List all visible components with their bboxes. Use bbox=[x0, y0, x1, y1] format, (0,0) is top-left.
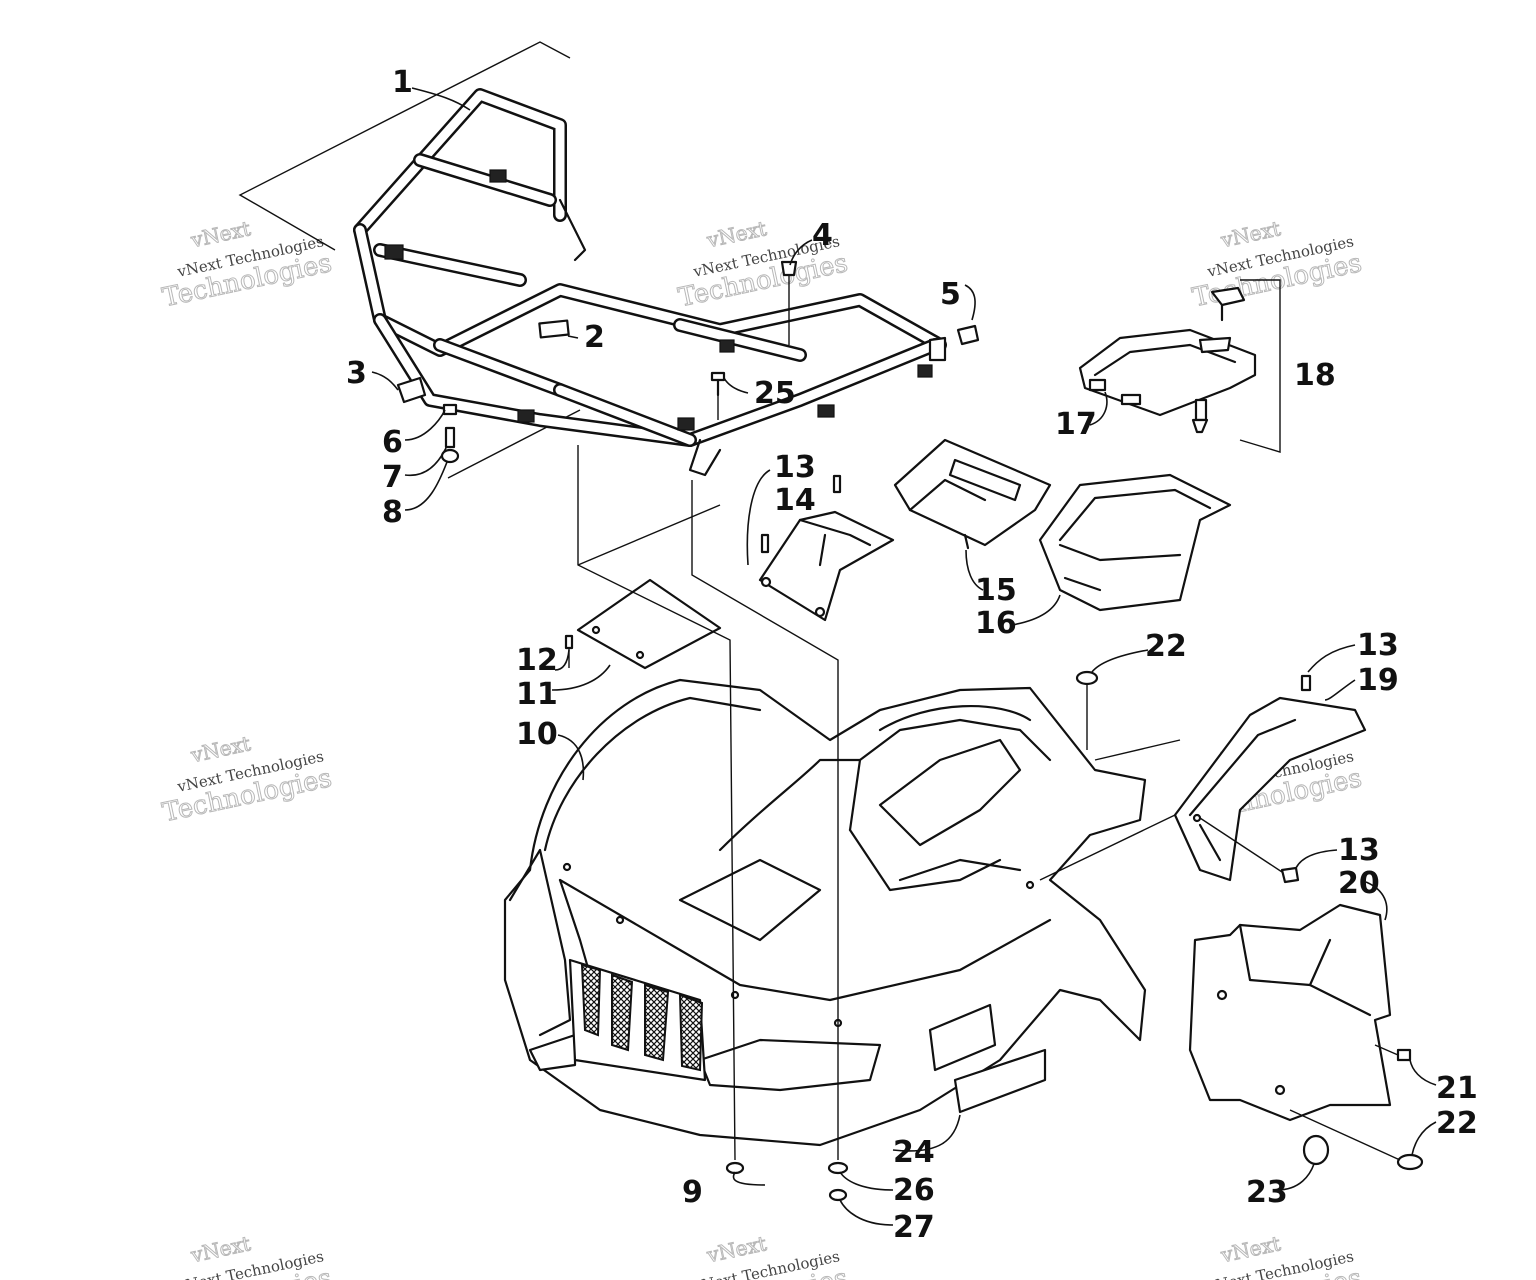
bracket-14 bbox=[746, 469, 895, 622]
nut-27 bbox=[828, 1188, 848, 1202]
callout-26: 26 bbox=[893, 1173, 935, 1208]
svg-text:vNext: vNext bbox=[1218, 1231, 1283, 1267]
callout-20: 20 bbox=[1338, 866, 1380, 901]
callout-8: 8 bbox=[382, 495, 403, 530]
rivet-22-top bbox=[1075, 670, 1099, 686]
clip-23 bbox=[1302, 1134, 1330, 1166]
callout-18: 18 bbox=[1294, 358, 1336, 393]
hardware-6-7-8 bbox=[440, 403, 460, 464]
callout-6: 6 bbox=[382, 425, 403, 460]
side-panel-19 bbox=[1173, 674, 1367, 882]
callout-7: 7 bbox=[382, 460, 403, 495]
assembly-guides bbox=[577, 445, 1401, 1161]
svg-text:vNext: vNext bbox=[188, 216, 253, 252]
callout-24: 24 bbox=[893, 1135, 935, 1170]
callout-2: 2 bbox=[584, 320, 605, 355]
knob-4 bbox=[780, 260, 798, 345]
svg-text:vNext: vNext bbox=[188, 731, 253, 767]
front-rack bbox=[238, 41, 947, 479]
callout-22b: 22 bbox=[1436, 1106, 1478, 1141]
callout-labels: 1 2 3 4 5 6 7 8 9 10 11 12 13 14 15 16 1… bbox=[346, 65, 1478, 1245]
callout-22a: 22 bbox=[1145, 629, 1187, 664]
watermark-mid-left: vNext vNext Technologies Technologies bbox=[159, 731, 335, 829]
callout-3: 3 bbox=[346, 356, 367, 391]
callout-17: 17 bbox=[1055, 407, 1097, 442]
callout-5: 5 bbox=[940, 277, 961, 312]
callout-4: 4 bbox=[812, 218, 833, 253]
callout-9: 9 bbox=[682, 1175, 703, 1210]
svg-text:vNext: vNext bbox=[188, 1231, 253, 1267]
callout-12: 12 bbox=[516, 643, 558, 678]
callout-16: 16 bbox=[975, 606, 1017, 641]
watermark-bottom-right: vNext vNext Technologies Technologies bbox=[1189, 1231, 1365, 1280]
callout-14: 14 bbox=[774, 483, 816, 518]
watermark-bottom-left: vNext vNext Technologies Technologies bbox=[159, 1231, 335, 1280]
svg-text:vNext: vNext bbox=[704, 1231, 769, 1267]
callout-11: 11 bbox=[516, 677, 558, 712]
fender-20 bbox=[1188, 903, 1412, 1122]
svg-text:vNext: vNext bbox=[704, 216, 769, 252]
rivet-22-bottom bbox=[1396, 1153, 1424, 1171]
nut-9 bbox=[725, 1161, 745, 1175]
callout-25: 25 bbox=[754, 376, 796, 411]
callout-1: 1 bbox=[392, 65, 413, 100]
lid-17 bbox=[1078, 328, 1257, 417]
callout-10: 10 bbox=[516, 717, 558, 752]
callout-13c: 13 bbox=[1338, 833, 1380, 868]
plate-11 bbox=[564, 578, 722, 670]
callout-15: 15 bbox=[975, 573, 1017, 608]
leaders bbox=[404, 87, 1437, 1226]
storage-bin-16 bbox=[1038, 473, 1232, 612]
bolt-25 bbox=[710, 371, 726, 420]
callout-19: 19 bbox=[1357, 663, 1399, 698]
washer-26 bbox=[827, 1161, 849, 1175]
callout-13a: 13 bbox=[774, 450, 816, 485]
watermark-bottom-center: vNext vNext Technologies Technologies bbox=[675, 1231, 851, 1280]
rack-decal bbox=[538, 319, 570, 339]
latch-18 bbox=[1191, 279, 1281, 453]
bumper-3 bbox=[371, 371, 427, 404]
watermark-top-left: vNext vNext Technologies Technologies bbox=[159, 216, 335, 314]
front-body bbox=[503, 678, 1147, 1147]
callout-23: 23 bbox=[1246, 1175, 1288, 1210]
callout-27: 27 bbox=[893, 1210, 935, 1245]
end-plug bbox=[956, 284, 980, 346]
svg-text:vNext: vNext bbox=[1218, 216, 1283, 252]
watermark-top-right: vNext vNext Technologies Technologies bbox=[1189, 216, 1365, 314]
callout-13b: 13 bbox=[1357, 628, 1399, 663]
callout-21: 21 bbox=[1436, 1071, 1478, 1106]
panel-15 bbox=[893, 438, 1052, 550]
